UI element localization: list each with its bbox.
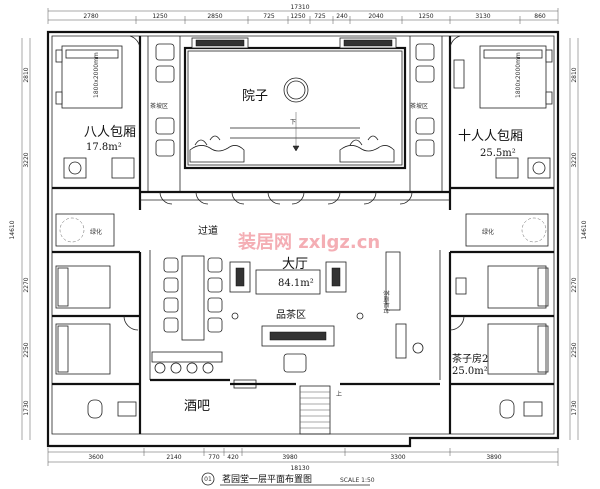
top-dim-9: 1250 (418, 13, 433, 20)
tea-counter-label: 茶画柜台 (382, 290, 390, 314)
bottom-dim-4: 420 (227, 454, 239, 461)
top-dim-11: 860 (534, 13, 546, 20)
left-greenery: 绿化 (55, 213, 115, 247)
top-dim-8: 2040 (368, 13, 383, 20)
bottom-dim-2: 2140 (166, 454, 181, 461)
bottom-dim-7: 3890 (486, 454, 501, 461)
right-dim-5: 1730 (571, 400, 578, 415)
top-dim-4: 725 (263, 13, 275, 20)
passage-label: 过道 (198, 224, 218, 237)
drawing-number: 01 (204, 476, 212, 483)
right-dim-3: 2270 (571, 277, 578, 292)
outer-walls (46, 30, 560, 448)
hall: 大厅 84.1m² 品茶区 茶画柜台 (149, 250, 441, 380)
left-private-room: 1800x2000mm 八人包厢 17.8m² (52, 35, 142, 210)
bottom-dim-5: 3980 (282, 454, 297, 461)
right-tea-zone: 茶坡区 (409, 36, 443, 192)
left-dim-4: 2250 (23, 342, 30, 357)
left-dim-5: 1730 (23, 400, 30, 415)
right-greenery-label: 绿化 (482, 228, 494, 236)
right-total-dim: 14610 (581, 220, 588, 239)
top-dim-5: 1250 (290, 13, 305, 20)
right-box-area: 25.5m² (480, 148, 516, 159)
drawing-title: 茗园堂一层平面布置图 (222, 473, 312, 485)
right-dim-4: 2250 (571, 342, 578, 357)
left-dim-2: 3220 (23, 152, 30, 167)
bottom-dimensions: 18130 3600 2140 770 420 3980 3300 3890 (47, 448, 559, 472)
top-dim-2: 1250 (152, 13, 167, 20)
courtyard-down-label: 下 (290, 119, 296, 126)
bottom-dim-1: 3600 (88, 454, 103, 461)
right-private-room: 1800x2000mm 十人人包厢 25.5m² (448, 35, 554, 210)
courtyard: 院子 下 (183, 37, 407, 170)
bottom-total-dim: 18130 (290, 465, 309, 472)
side-dimensions: 14610 2810 3220 2270 2250 1730 14610 281… (9, 38, 588, 440)
top-dim-3: 2850 (207, 13, 222, 20)
left-greenery-label: 绿化 (90, 228, 102, 236)
left-dim-3: 2270 (23, 277, 30, 292)
right-box-label: 十人人包厢 (458, 129, 523, 144)
right-lower-rooms: 茶子房2 25.0m² (448, 250, 554, 434)
left-box-label: 八人包厢 (84, 125, 136, 140)
drawing-scale: SCALE 1:50 (340, 477, 375, 484)
left-box-area: 17.8m² (86, 142, 122, 153)
left-tea-zone-label: 茶坡区 (150, 102, 168, 110)
right-tea-zone-label: 茶坡区 (410, 102, 428, 110)
left-dim-1: 2810 (23, 67, 30, 82)
right-greenery: 绿化 (465, 213, 549, 247)
tea-room-2-area: 25.0m² (452, 366, 488, 377)
courtyard-label: 院子 (242, 89, 268, 104)
top-dim-6: 725 (314, 13, 326, 20)
colonnade (140, 190, 450, 205)
hall-label: 大厅 (282, 257, 308, 272)
top-dim-10: 3130 (475, 13, 490, 20)
top-total-dim: 17310 (290, 4, 309, 11)
left-bed-size: 1800x2000mm (93, 52, 100, 98)
stairs: 上 (230, 382, 440, 435)
tea-room-2-label: 茶子房2 (452, 352, 488, 365)
right-dim-2: 3220 (571, 152, 578, 167)
top-dim-1: 2780 (83, 13, 98, 20)
stairs-up-label: 上 (336, 390, 342, 398)
right-dim-1: 2810 (571, 67, 578, 82)
left-lower-rooms (52, 250, 142, 434)
left-tea-zone: 茶坡区 (147, 36, 181, 192)
left-total-dim: 14610 (9, 220, 16, 239)
hall-area: 84.1m² (278, 278, 314, 289)
top-dim-7: 240 (336, 13, 348, 20)
top-dimensions: 17310 2780 1250 2850 725 1250 725 240 20… (47, 4, 559, 24)
bottom-dim-3: 770 (208, 454, 220, 461)
tea-area-label: 品茶区 (276, 308, 306, 321)
bottom-dim-6: 3300 (390, 454, 405, 461)
right-bed-size: 1800x2000mm (515, 52, 522, 98)
title-block: 01 茗园堂一层平面布置图 SCALE 1:50 (201, 472, 375, 486)
bar-label: 酒吧 (184, 399, 210, 414)
watermark: 装居网 zxlgz.cn (238, 231, 380, 253)
